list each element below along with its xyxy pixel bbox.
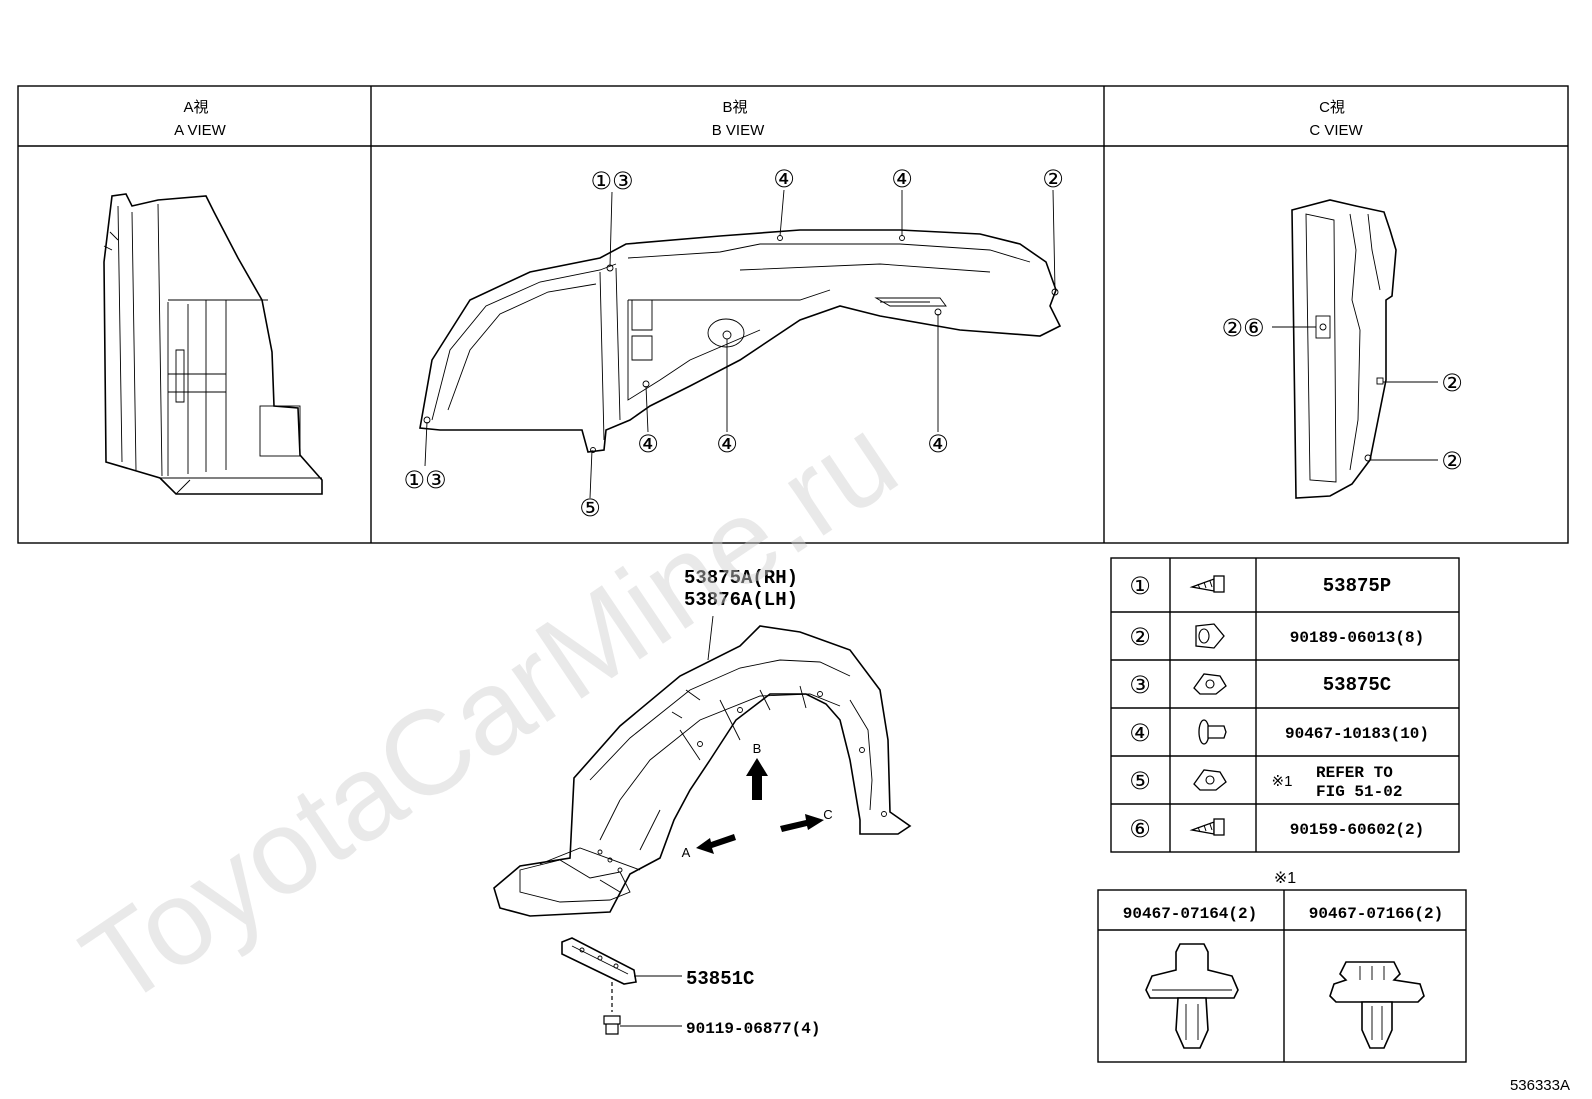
svg-text:B: B bbox=[753, 741, 762, 756]
callout-b-5: ⑤ bbox=[579, 495, 601, 522]
legend-part-number: 53875C bbox=[1323, 674, 1391, 696]
legend-part-number: 53875P bbox=[1323, 575, 1391, 597]
note-mark: ※1 bbox=[1274, 870, 1296, 887]
b-view-title-jp: B視 bbox=[722, 99, 747, 116]
push-rivet-icon bbox=[1329, 961, 1425, 1049]
callout-b-4-low-b: ④ bbox=[716, 431, 738, 458]
note-header-2: 90467-07166(2) bbox=[1309, 905, 1443, 923]
note-table: ※1 90467-07164(2) 90467-07166(2) bbox=[1097, 870, 1467, 1063]
legend-number: ② bbox=[1129, 624, 1151, 651]
legend-number: ① bbox=[1129, 573, 1151, 600]
callout-c-2-a: ② bbox=[1441, 370, 1463, 397]
c-view-title-jp: C視 bbox=[1319, 99, 1345, 116]
callout-b-1-3-bottom: ①③ bbox=[403, 467, 446, 494]
push-rivet-icon bbox=[1198, 719, 1227, 745]
legend-part-number: 90467-10183(10) bbox=[1285, 725, 1429, 743]
fender-liner-drawing bbox=[493, 615, 912, 917]
legend-refer-line2: FIG 51-02 bbox=[1316, 783, 1402, 801]
part-53851c: 53851C bbox=[686, 968, 754, 990]
legend-number: ⑥ bbox=[1129, 816, 1151, 843]
c-view-callouts: ②⑥ ② ② bbox=[1221, 315, 1462, 475]
callout-c-2-b: ② bbox=[1441, 448, 1463, 475]
bracket-drawing bbox=[561, 937, 682, 1012]
a-view-drawing bbox=[103, 193, 323, 495]
a-view-title-en: A VIEW bbox=[174, 122, 227, 139]
screw-icon bbox=[1189, 575, 1225, 593]
a-view-title-jp: A視 bbox=[183, 99, 208, 116]
legend-refer-line1: REFER TO bbox=[1316, 764, 1393, 782]
svg-text:A: A bbox=[682, 845, 691, 860]
b-view-title-en: B VIEW bbox=[712, 122, 765, 139]
legend-number: ③ bbox=[1129, 672, 1151, 699]
callout-b-4-low-c: ④ bbox=[927, 431, 949, 458]
part-53876a-lh: 53876A(LH) bbox=[684, 589, 798, 611]
callout-b-1-3-top: ①③ bbox=[590, 168, 633, 195]
clip-icon bbox=[1193, 769, 1227, 791]
bolt-icon bbox=[603, 1015, 682, 1035]
callout-b-4-low-a: ④ bbox=[637, 431, 659, 458]
c-view-title-en: C VIEW bbox=[1309, 122, 1363, 139]
figure-code: 536333A bbox=[1510, 1077, 1570, 1094]
part-53875a-rh: 53875A(RH) bbox=[684, 567, 798, 589]
screw-icon bbox=[1189, 818, 1225, 836]
callout-b-4-top-a: ④ bbox=[773, 166, 795, 193]
view-table: A視 A VIEW B視 B VIEW C視 C VIEW bbox=[17, 85, 1569, 544]
legend-part-number: 90159-60602(2) bbox=[1290, 821, 1424, 839]
callout-b-4-top-b: ④ bbox=[891, 166, 913, 193]
fastener-legend-table: ① 53875P ② 90189-06013(8) ③ 53875C ④ 90467-1018… bbox=[1110, 557, 1460, 853]
nut-icon bbox=[1195, 623, 1225, 649]
legend-number: ⑤ bbox=[1129, 768, 1151, 795]
direction-arrow-a: A bbox=[682, 834, 736, 860]
clip-icon bbox=[1193, 673, 1227, 695]
legend-number: ④ bbox=[1129, 720, 1151, 747]
b-view-callouts: ①③ ④ ④ ② ①③ ⑤ ④ ④ ④ bbox=[403, 166, 1063, 522]
note-header-1: 90467-07164(2) bbox=[1123, 905, 1257, 923]
b-view-drawing bbox=[419, 189, 1062, 499]
callout-b-2: ② bbox=[1042, 166, 1064, 193]
legend-note-mark: ※1 bbox=[1272, 773, 1293, 790]
svg-text:C: C bbox=[823, 807, 832, 822]
legend-part-number: 90189-06013(8) bbox=[1290, 629, 1424, 647]
push-clip-icon bbox=[1145, 943, 1239, 1049]
part-90119-06877: 90119-06877(4) bbox=[686, 1020, 820, 1038]
direction-arrow-b: B bbox=[746, 741, 768, 800]
callout-c-2-6: ②⑥ bbox=[1221, 315, 1264, 342]
direction-arrow-c: C bbox=[780, 807, 833, 832]
c-view-drawing bbox=[1272, 199, 1438, 499]
